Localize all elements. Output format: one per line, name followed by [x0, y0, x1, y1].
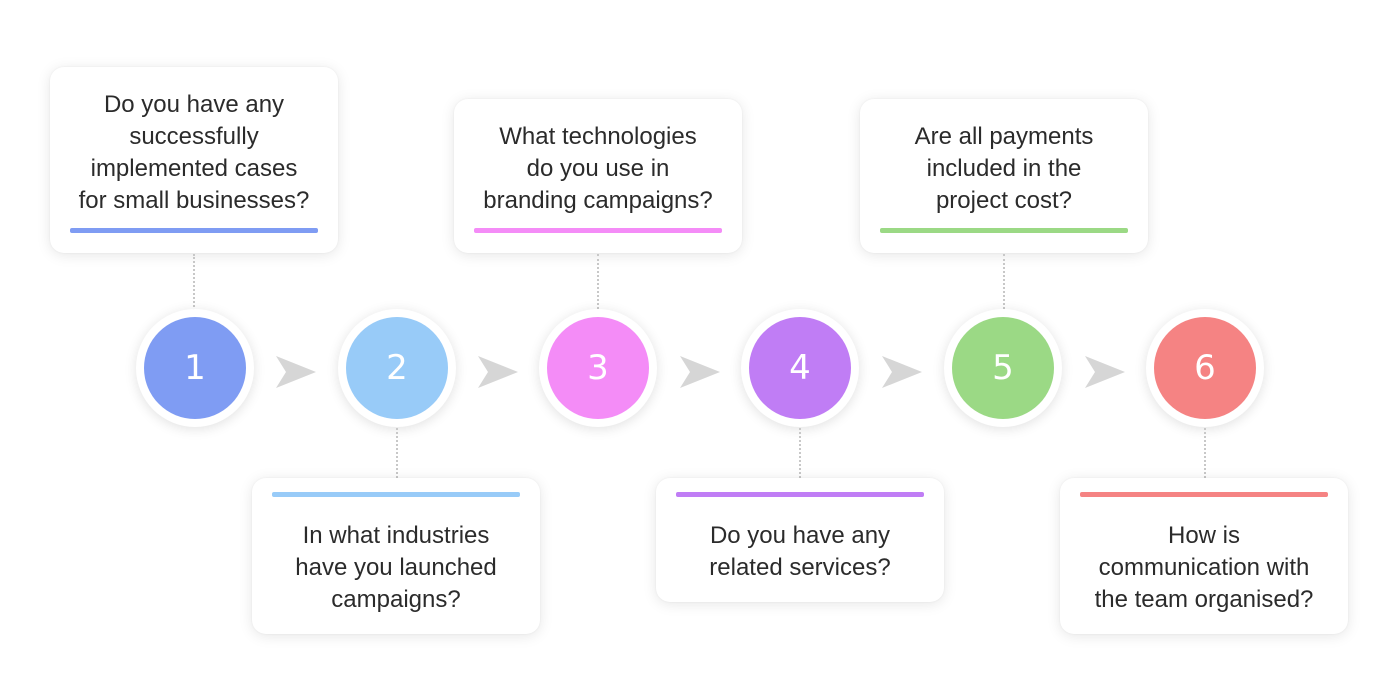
step-3-question: What technologies do you use in branding…: [483, 123, 713, 214]
step-5-question: Are all payments included in the project…: [914, 123, 1094, 214]
step-4-question: Do you have any related services?: [709, 522, 891, 581]
step-2-circle: 2: [346, 317, 448, 419]
step-6-question: How is communication with the team organ…: [1094, 522, 1314, 613]
step-1-number: 1: [184, 348, 206, 388]
step-5-card: Are all payments included in the project…: [860, 99, 1148, 253]
step-6-number: 6: [1194, 348, 1216, 388]
arrow-2-to-3-icon: [478, 356, 518, 388]
step-6-connector: [1204, 428, 1206, 478]
step-3-accent-bar: [474, 228, 722, 233]
step-3-circle: 3: [547, 317, 649, 419]
step-4-circle: 4: [749, 317, 851, 419]
step-1-accent-bar: [70, 228, 318, 233]
step-5-connector: [1003, 254, 1005, 309]
step-5-circle: 5: [952, 317, 1054, 419]
step-1-circle: 1: [144, 317, 246, 419]
step-4-connector: [799, 428, 801, 478]
step-4-number: 4: [789, 348, 811, 388]
step-2-number: 2: [386, 348, 408, 388]
step-4-card: Do you have any related services?: [656, 478, 944, 602]
step-1-node: 1: [136, 309, 254, 427]
step-1-question: Do you have any successfully implemented…: [78, 91, 310, 214]
step-6-circle: 6: [1154, 317, 1256, 419]
step-6-card: How is communication with the team organ…: [1060, 478, 1348, 634]
step-3-number: 3: [587, 348, 609, 388]
step-2-node: 2: [338, 309, 456, 427]
arrow-3-to-4-icon: [680, 356, 720, 388]
step-4-accent-bar: [676, 492, 924, 497]
step-2-question: In what industries have you launched cam…: [295, 522, 497, 613]
step-6-node: 6: [1146, 309, 1264, 427]
step-3-node: 3: [539, 309, 657, 427]
step-3-card: What technologies do you use in branding…: [454, 99, 742, 253]
step-4-node: 4: [741, 309, 859, 427]
step-5-number: 5: [992, 348, 1014, 388]
step-2-connector: [396, 428, 398, 478]
step-1-card: Do you have any successfully implemented…: [50, 67, 338, 253]
step-1-connector: [193, 254, 195, 314]
arrow-1-to-2-icon: [276, 356, 316, 388]
arrow-5-to-6-icon: [1085, 356, 1125, 388]
step-2-accent-bar: [272, 492, 520, 497]
arrow-4-to-5-icon: [882, 356, 922, 388]
step-5-accent-bar: [880, 228, 1128, 233]
step-5-node: 5: [944, 309, 1062, 427]
step-6-accent-bar: [1080, 492, 1328, 497]
step-2-card: In what industries have you launched cam…: [252, 478, 540, 634]
step-3-connector: [597, 254, 599, 309]
